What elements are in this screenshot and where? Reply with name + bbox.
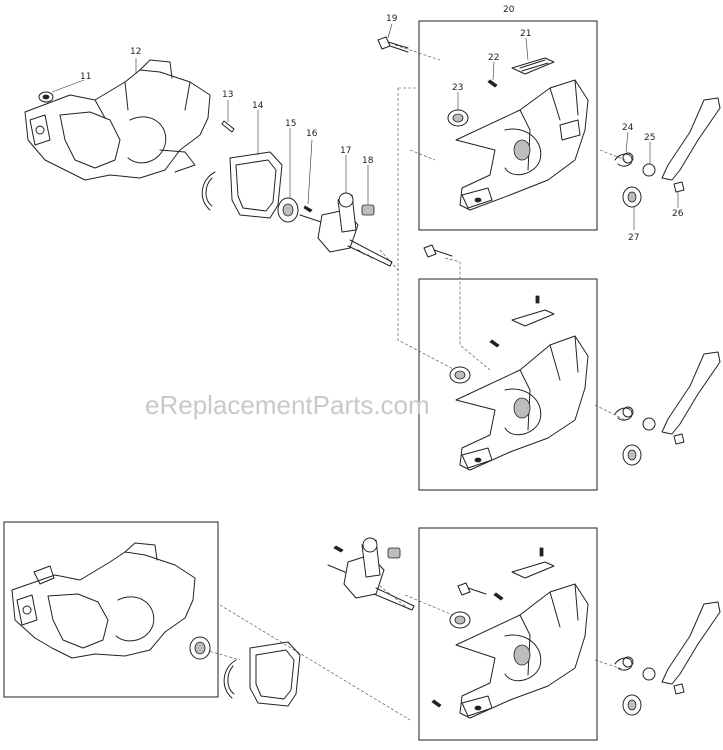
gasket-bottom: [223, 641, 301, 707]
callout-numbers: 11 12 13 14 15 16 17 18 19 20 21 22 23 2…: [80, 5, 684, 243]
bolt-bottom: [457, 582, 487, 596]
connection-line: [599, 149, 626, 161]
callout-18: 18: [362, 156, 374, 166]
crankcase-half-right-middle: [455, 335, 589, 471]
connection-line: [394, 44, 441, 61]
spring-24: [614, 152, 634, 167]
callout-14: 14: [252, 101, 264, 111]
connection-line: [444, 257, 491, 371]
callout-21: 21: [520, 29, 531, 39]
pin-bottom-right: [493, 592, 504, 601]
nut-bottom: [673, 683, 685, 695]
connection-line: [397, 88, 456, 371]
callout-19: 19: [386, 14, 398, 24]
leader-lines: [51, 23, 679, 230]
callout-26: 26: [672, 209, 684, 219]
callout-13: 13: [222, 90, 233, 100]
connection-line: [594, 659, 626, 671]
connection-line: [219, 604, 411, 721]
assembly-frame-middle: [418, 278, 598, 491]
watermark: eReplacementParts.com: [145, 390, 430, 420]
chain-tensioner-plate-bottom: [511, 547, 555, 579]
callout-24: 24: [622, 123, 634, 133]
washer-bottom: [642, 667, 656, 681]
oil-seal-small: [38, 91, 54, 103]
callout-16: 16: [306, 129, 318, 139]
seal-middle-right: [622, 444, 642, 466]
spring-bottom: [614, 656, 634, 671]
callout-12: 12: [130, 47, 141, 57]
pin-bottom: [431, 699, 442, 708]
bolt-19: [377, 36, 409, 53]
seal-bottom-right: [449, 611, 471, 629]
callout-25: 25: [644, 133, 655, 143]
crankcase-half-bottom-left: [11, 542, 196, 659]
key-pin: [303, 205, 313, 213]
seal-bottom-left: [189, 636, 211, 660]
connection-line: [594, 404, 626, 421]
connection-line: [409, 149, 436, 161]
assembly-frame-top: [418, 20, 598, 231]
bolt-middle: [423, 244, 453, 258]
callout-11: 11: [80, 72, 91, 82]
chain-tensioner-plate: [511, 57, 555, 75]
seal-bottom-right-outer: [622, 694, 642, 716]
washer-25: [642, 163, 656, 177]
chain-brake-lever-top: [661, 97, 721, 181]
needle-bearing: [361, 204, 375, 216]
callout-17: 17: [340, 146, 351, 156]
seal-27: [622, 186, 642, 208]
bearing-top: [277, 197, 299, 223]
gasket-top: [201, 151, 283, 219]
crankcase-half-top: [24, 59, 211, 181]
pin-middle: [489, 339, 500, 348]
dowel-pin: [221, 120, 235, 133]
chain-brake-lever-middle: [661, 351, 721, 435]
crankshaft-bottom: [327, 537, 415, 611]
callout-27: 27: [628, 233, 639, 243]
chain-tensioner-plate-middle: [511, 295, 555, 327]
crankcase-half-right-bottom: [455, 583, 589, 719]
assembly-frame-bottom-right: [418, 527, 598, 741]
crankshaft-top: [299, 192, 393, 267]
connection-line: [204, 649, 241, 661]
nut-26: [673, 181, 685, 193]
callout-23: 23: [452, 83, 463, 93]
callout-15: 15: [285, 119, 296, 129]
callout-20: 20: [503, 5, 515, 15]
seal-middle: [449, 366, 471, 384]
washer-middle: [642, 417, 656, 431]
connection-line: [379, 249, 399, 271]
nut-middle: [673, 433, 685, 445]
callout-22: 22: [488, 53, 499, 63]
crankcase-half-right-top: [455, 79, 589, 211]
pin-22: [487, 79, 498, 88]
seal-23: [447, 109, 469, 127]
crankcase-frame-bottom-left: [3, 521, 219, 698]
chain-brake-lever-bottom: [661, 601, 721, 685]
spring-middle: [614, 406, 634, 421]
